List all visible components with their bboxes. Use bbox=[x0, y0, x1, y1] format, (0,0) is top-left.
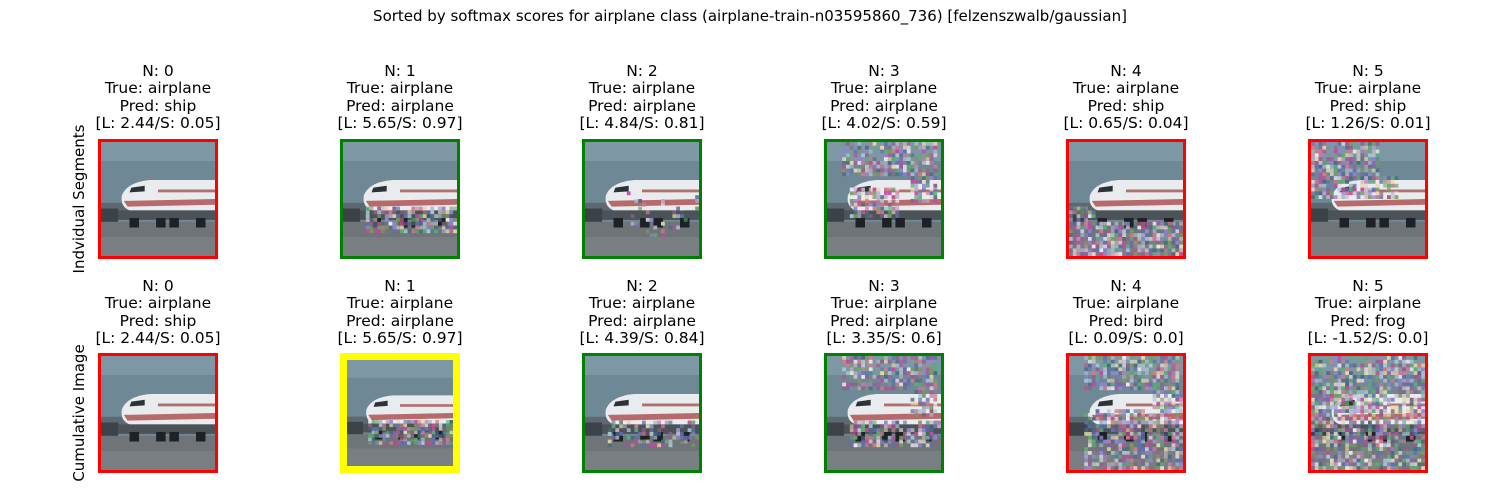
cell-pred-label: Pred: airplane bbox=[830, 96, 938, 115]
cell-true-label: True: airplane bbox=[346, 294, 454, 313]
cell-pred-label: Pred: airplane bbox=[588, 311, 696, 330]
cell-true-label: True: airplane bbox=[1314, 294, 1422, 313]
segment-thumbnail bbox=[1308, 353, 1428, 473]
cell-scores-label: [L: 4.02/S: 0.59] bbox=[821, 113, 947, 132]
cell-true-label: True: airplane bbox=[588, 294, 696, 313]
cell-scores-label: [L: -1.52/S: 0.0] bbox=[1307, 328, 1429, 347]
cell-true-label: True: airplane bbox=[104, 79, 212, 98]
cell-index-label: N: 4 bbox=[1110, 62, 1142, 80]
segment-thumbnail bbox=[340, 353, 460, 473]
row-label-cumulative-image: Cumulative Image bbox=[70, 344, 88, 482]
cell-true-label: True: airplane bbox=[104, 294, 212, 313]
cell-scores-label: [L: 5.65/S: 0.97] bbox=[337, 113, 463, 132]
cell-pred-label: Pred: airplane bbox=[588, 96, 696, 115]
cell-pred-label: Pred: bird bbox=[1088, 311, 1164, 330]
cell-index-label: N: 0 bbox=[142, 277, 174, 295]
cell-index-label: N: 1 bbox=[384, 277, 416, 295]
segment-thumbnail bbox=[1308, 139, 1428, 259]
segment-thumbnail bbox=[340, 139, 460, 259]
segment-thumbnail bbox=[582, 139, 702, 259]
cell-true-label: True: airplane bbox=[830, 294, 938, 313]
cell-pred-label: Pred: ship bbox=[119, 311, 197, 330]
cell-true-label: True: airplane bbox=[830, 79, 938, 98]
cell-index-label: N: 5 bbox=[1352, 277, 1384, 295]
segment-thumbnail bbox=[98, 139, 218, 259]
segment-thumbnail bbox=[98, 353, 218, 473]
cell-scores-label: [L: 0.09/S: 0.0] bbox=[1068, 328, 1184, 347]
cell-pred-label: Pred: ship bbox=[119, 96, 197, 115]
cell-index-label: N: 3 bbox=[868, 62, 900, 80]
cell-pred-label: Pred: airplane bbox=[830, 311, 938, 330]
cell-scores-label: [L: 2.44/S: 0.05] bbox=[95, 113, 221, 132]
cell-scores-label: [L: 4.39/S: 0.84] bbox=[579, 328, 705, 347]
cell-index-label: N: 3 bbox=[868, 277, 900, 295]
cell-index-label: N: 4 bbox=[1110, 277, 1142, 295]
cell-true-label: True: airplane bbox=[1072, 294, 1180, 313]
cell-scores-label: [L: 3.35/S: 0.6] bbox=[826, 328, 942, 347]
cell-scores-label: [L: 1.26/S: 0.01] bbox=[1305, 113, 1431, 132]
cell-index-label: N: 1 bbox=[384, 62, 416, 80]
cell-true-label: True: airplane bbox=[588, 79, 696, 98]
segment-thumbnail bbox=[582, 353, 702, 473]
cell-index-label: N: 0 bbox=[142, 62, 174, 80]
cell-pred-label: Pred: ship bbox=[1329, 96, 1407, 115]
cell-true-label: True: airplane bbox=[346, 79, 454, 98]
cell-true-label: True: airplane bbox=[1072, 79, 1180, 98]
figure-title: Sorted by softmax scores for airplane cl… bbox=[373, 7, 1127, 25]
segment-thumbnail bbox=[1066, 353, 1186, 473]
segment-thumbnail bbox=[1066, 139, 1186, 259]
cell-index-label: N: 5 bbox=[1352, 62, 1384, 80]
cell-pred-label: Pred: frog bbox=[1330, 311, 1406, 330]
cell-index-label: N: 2 bbox=[626, 277, 658, 295]
cell-scores-label: [L: 5.65/S: 0.97] bbox=[337, 328, 463, 347]
cell-true-label: True: airplane bbox=[1314, 79, 1422, 98]
segment-thumbnail bbox=[824, 353, 944, 473]
row-label-individual-segments: Indvidual Segments bbox=[70, 124, 88, 274]
cell-pred-label: Pred: airplane bbox=[346, 311, 454, 330]
cell-scores-label: [L: 0.65/S: 0.04] bbox=[1063, 113, 1189, 132]
cell-pred-label: Pred: ship bbox=[1087, 96, 1165, 115]
cell-index-label: N: 2 bbox=[626, 62, 658, 80]
segment-thumbnail bbox=[824, 139, 944, 259]
cell-scores-label: [L: 2.44/S: 0.05] bbox=[95, 328, 221, 347]
cell-pred-label: Pred: airplane bbox=[346, 96, 454, 115]
cell-scores-label: [L: 4.84/S: 0.81] bbox=[579, 113, 705, 132]
